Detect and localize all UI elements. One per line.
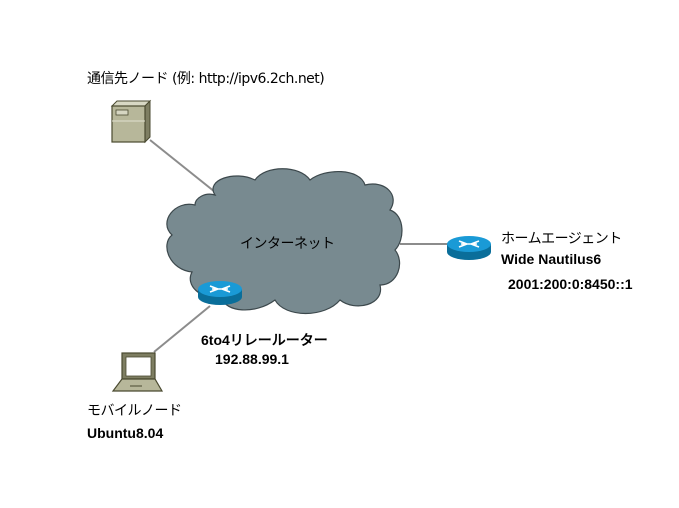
link-correspondent-internet [149, 139, 216, 193]
mobile-node-label: モバイルノード [87, 403, 182, 419]
home-agent-router-icon [447, 236, 491, 260]
home-agent-name: Wide Nautilus6 [501, 251, 602, 267]
server-icon [110, 99, 152, 144]
mobile-node-name: Ubuntu8.04 [87, 425, 164, 441]
relay-router-address: 192.88.99.1 [215, 351, 289, 367]
laptop-icon [111, 352, 164, 392]
relay-router-label: 6to4リレールーター [201, 332, 328, 348]
correspondent-node-label: 通信先ノード (例: http://ipv6.2ch.net) [87, 71, 325, 87]
internet-cloud [166, 168, 403, 315]
home-agent-address: 2001:200:0:8450::1 [508, 276, 633, 292]
link-relay-mobile [153, 305, 211, 353]
relay-router-icon [198, 281, 242, 305]
internet-label: インターネット [240, 236, 335, 252]
home-agent-label: ホームエージェント [501, 231, 622, 247]
